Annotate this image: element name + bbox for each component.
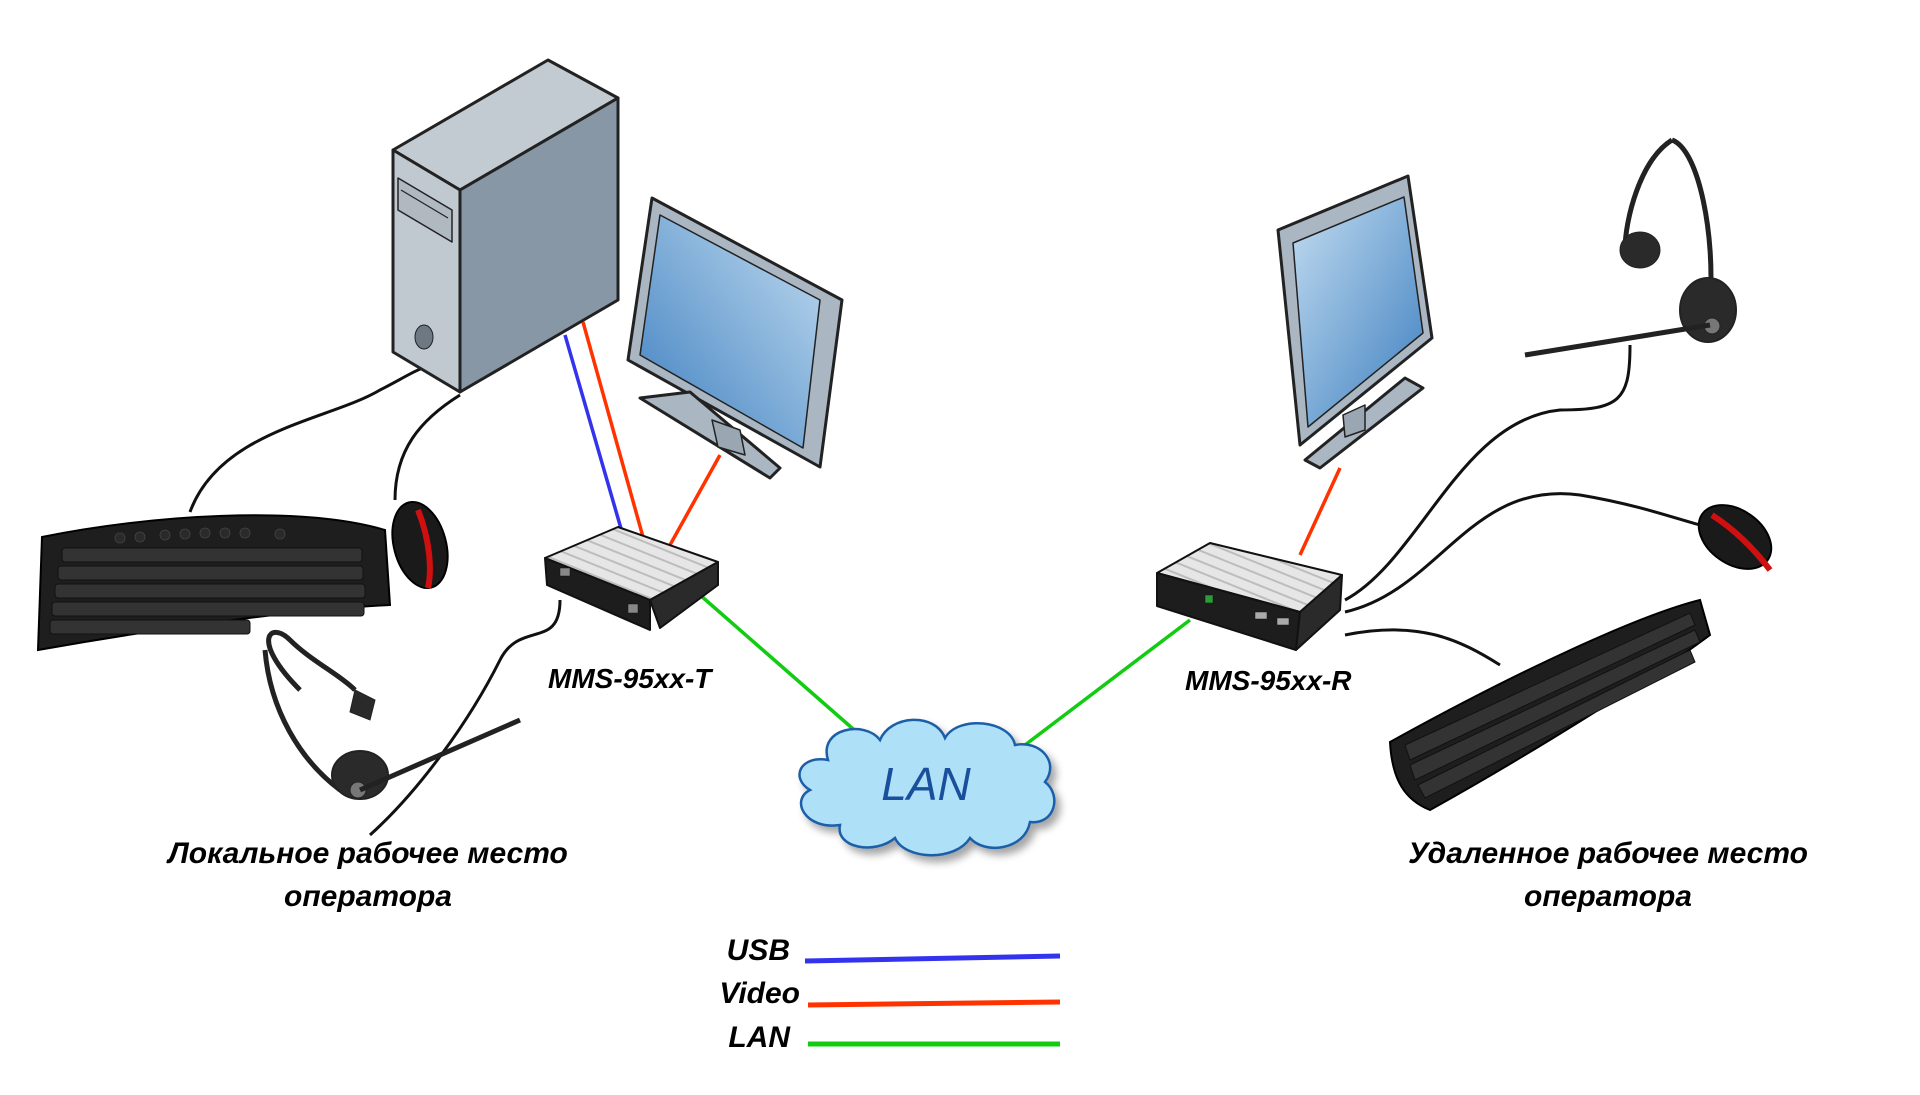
headset-icon-local [262, 629, 522, 800]
local-caption-line2: оператора [284, 880, 452, 913]
legend-item-lan: LAN [728, 1021, 1060, 1054]
remote-headset-cable [1344, 344, 1632, 602]
cloud-shape [798, 718, 1056, 857]
legend-swatch-video [807, 999, 1061, 1008]
remote-mouse-cable [1344, 492, 1701, 614]
keyboard-icon-remote [1388, 598, 1712, 812]
lan-cloud: LAN [798, 718, 1056, 857]
video-link-pc [581, 321, 645, 538]
legend-label-lan: LAN [728, 1021, 791, 1054]
legend-swatch-usb [804, 953, 1061, 964]
signal-links [563, 321, 1342, 747]
receiver-label: MMS-95xx-R [1185, 665, 1352, 696]
pc-tower-icon [391, 58, 620, 394]
receiver-device [1156, 542, 1343, 651]
lan-link-receiver [1023, 618, 1192, 747]
video-link-monitor-local [668, 454, 722, 546]
local-keyboard-cable [188, 363, 457, 513]
keyboard-icon-local [36, 514, 392, 652]
usb-link [563, 334, 624, 533]
local-mouse-cable [393, 393, 461, 501]
transmitter-device [544, 526, 719, 631]
legend-label-video: Video [719, 977, 800, 1010]
local-workstation-caption: Локальное рабочее место оператора [166, 837, 568, 913]
local-headset-cable [368, 599, 562, 837]
remote-caption-line2: оператора [1524, 880, 1692, 913]
remote-caption-line1: Удаленное рабочее место [1408, 837, 1808, 870]
monitor-icon-local [626, 196, 844, 480]
legend-item-usb: USB [727, 934, 1061, 967]
monitor-icon-remote [1276, 174, 1434, 470]
legend-item-video: Video [719, 977, 1061, 1010]
mouse-icon-remote [1697, 504, 1773, 572]
transmitter-label: MMS-95xx-T [548, 663, 714, 694]
remote-keyboard-cable [1344, 628, 1501, 667]
legend: USB Video LAN [719, 934, 1061, 1054]
mouse-icon-local [391, 500, 449, 590]
cloud-label: LAN [881, 758, 971, 810]
headset-icon-remote [1524, 137, 1737, 358]
legend-label-usb: USB [727, 934, 790, 967]
remote-workstation-caption: Удаленное рабочее место оператора [1408, 837, 1808, 913]
local-caption-line1: Локальное рабочее место [166, 837, 568, 870]
video-link-monitor-remote [1298, 467, 1342, 556]
lan-link-transmitter [698, 593, 862, 737]
